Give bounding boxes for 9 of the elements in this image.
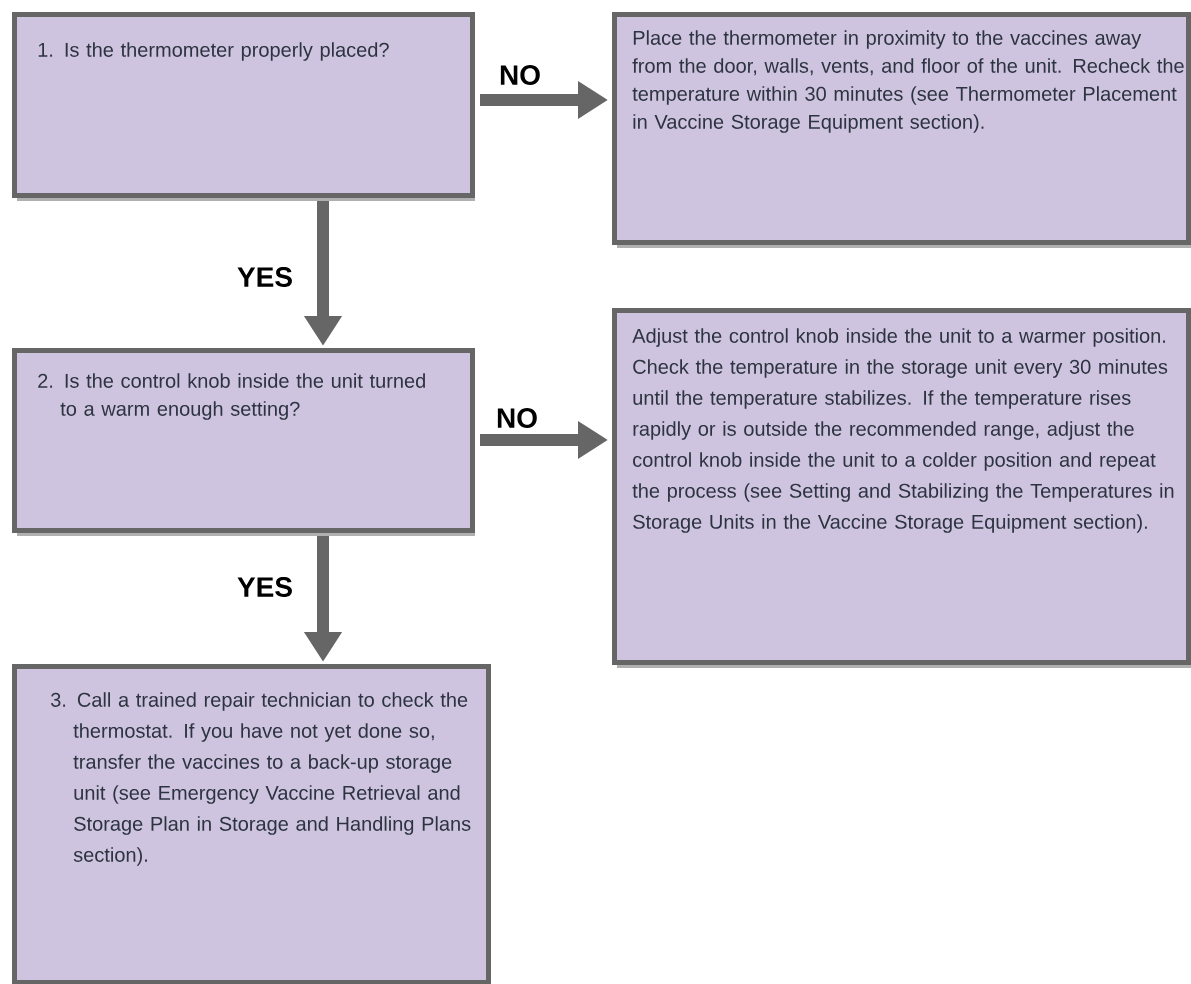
process-box: 1. Is the thermometer properly placed? <box>12 12 475 201</box>
edge-label: NO <box>497 63 543 87</box>
edge-label: YES <box>235 265 295 289</box>
process-box: Adjust the control knob inside the unit to a warmer position. Check the temperature in the storage unit every 30 minutes until the temperature stabilizes. If the temperature rises rapidly or is outside the recommended range, adjust the control knob inside the unit to a colder position and repeat the process (see Setting and Stabilizing the Temperatures in Storage Units in the Vaccine Storage Equipment section). <box>612 308 1191 668</box>
process-box: Place the thermometer in proximity to the vaccines away from the door, walls, vents, and floor of the unit. Recheck the temperature within 30 minutes (see Thermometer Placement in Vaccine Storage Equipment section). <box>612 12 1191 248</box>
process-box: 3. Call a trained repair technician to check the thermostat. If you have not yet done so, transfer the vaccines to a back-up storage unit (see Emergency Vaccine Retrieval and Storage Plan in Storage and Handling Plans section). <box>12 664 491 984</box>
process-box: 2. Is the control knob inside the unit turned to a warm enough setting? <box>12 348 475 536</box>
edge-label: NO <box>494 406 540 430</box>
edge-label: YES <box>235 575 295 599</box>
